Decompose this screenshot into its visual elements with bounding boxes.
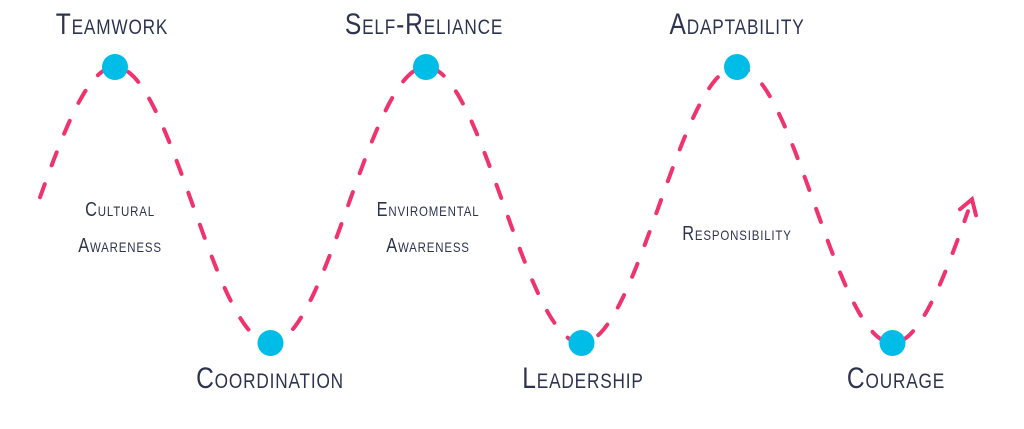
arrowhead-icon: [958, 195, 978, 218]
peak-dot: [102, 54, 128, 80]
peak-dot: [413, 54, 439, 80]
label-line: Enviromental: [376, 199, 480, 221]
trough-dot: [568, 330, 595, 356]
label-coordination: Coordination: [196, 362, 344, 395]
trough-dot: [879, 330, 906, 356]
label-leadership: Leadership: [522, 362, 644, 395]
trough-dot: [257, 330, 284, 356]
label-line: Awareness: [78, 235, 162, 257]
label-courage: Courage: [846, 362, 946, 395]
label-self-reliance: Self-Reliance: [344, 8, 504, 41]
label-line: Awareness: [386, 235, 470, 257]
label-line: Cultural: [85, 199, 155, 221]
peak-dot: [724, 54, 750, 80]
label-responsibility: Responsibility: [682, 223, 792, 245]
label-cultural-awareness: Cultural Awareness: [78, 192, 162, 264]
label-teamwork: Teamwork: [55, 8, 169, 41]
label-environmental-awareness: Enviromental Awareness: [377, 192, 480, 264]
label-adaptability: Adaptability: [669, 8, 805, 41]
dashed-wave: [38, 64, 970, 346]
